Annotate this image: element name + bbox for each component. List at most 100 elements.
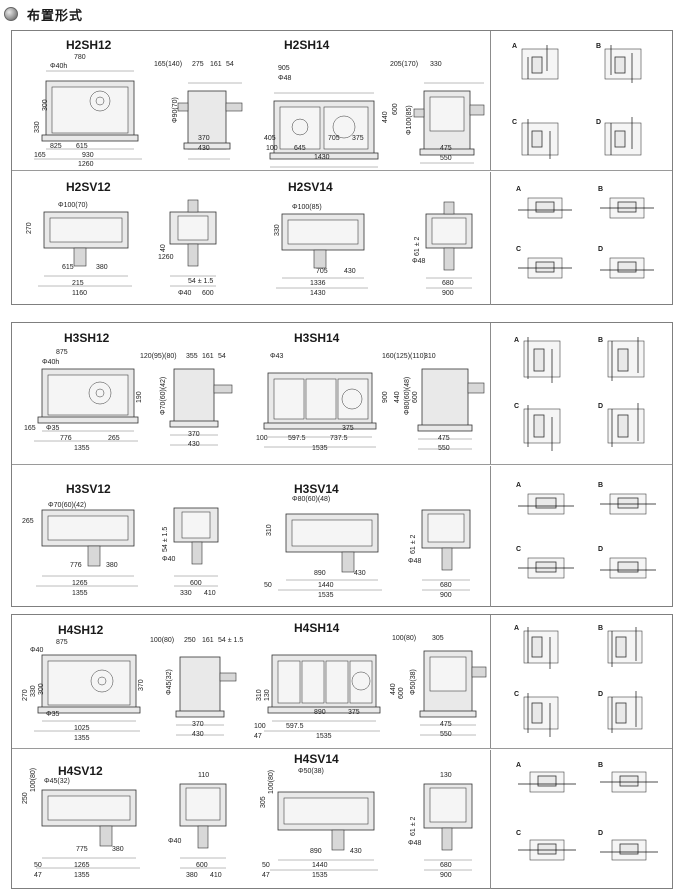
dimension-label: 1160 (72, 290, 88, 297)
dimension-label: 310 (266, 524, 273, 536)
dimension-label: 1260 (158, 254, 174, 261)
dimension-label: Φ48 (408, 840, 422, 847)
dimension-label: 905 (278, 65, 290, 72)
row-horizontal: H3SH12 H3SH14 875 Φ40h Φ35 165 776 265 1… (12, 323, 672, 465)
dimension-label: Φ45(32) (44, 778, 70, 785)
dimension-label: 1440 (312, 862, 328, 869)
dimension-label: 597.5 (286, 723, 304, 730)
dimension-label: 825 (50, 143, 62, 150)
variant-label: A (516, 762, 522, 769)
dimension-label: 1430 (310, 290, 326, 297)
variant-label: D (598, 830, 604, 837)
dimension-label: 600 (202, 290, 214, 297)
dimension-label: 600 (190, 580, 202, 587)
group-h2: H2SH12 H2SH14 780 Φ40h 330 300 825 615 9… (11, 30, 673, 305)
dimension-label: 54 (226, 61, 234, 68)
dimension-label: 430 (188, 441, 200, 448)
dimension-label: 900 (440, 592, 452, 599)
dimension-label: 1265 (74, 862, 90, 869)
variant-label: D (596, 119, 602, 126)
dimension-label: 1355 (74, 735, 90, 742)
dimension-label: 737.5 (330, 435, 348, 442)
variant-diagrams (518, 493, 656, 579)
variant-label: A (512, 43, 518, 50)
dimension-label: 705 (328, 135, 340, 142)
dimension-label: 375 (342, 425, 354, 432)
dimension-label: 305 (260, 796, 267, 808)
dimension-label: 300 (42, 99, 49, 111)
dimension-label: Φ35 (46, 711, 60, 718)
dimension-label: Φ35 (46, 425, 60, 432)
dimension-label: 890 (314, 709, 326, 716)
dimension-label: Φ40h (42, 359, 60, 366)
group-divider (490, 31, 491, 170)
variant-diagrams (523, 337, 645, 451)
dimension-label: Φ100(85) (292, 204, 322, 211)
dimension-label: Φ80(60)(48) (404, 376, 411, 415)
dimension-label: Φ40 (162, 556, 176, 563)
dimension-label: Φ100(85) (406, 105, 413, 135)
dimension-label: Φ40 (178, 290, 192, 297)
variant-label: D (598, 546, 604, 553)
variant-label: C (514, 403, 520, 410)
dimension-label: 165 (34, 152, 46, 159)
dimension-label: 430 (350, 848, 362, 855)
dimension-label: 330 (34, 121, 41, 133)
dimension-label: 161 (210, 61, 222, 68)
group-divider (490, 172, 491, 305)
dimension-label: Φ70(60)(42) (160, 376, 167, 415)
model-name: H2SV14 (288, 180, 333, 194)
dimension-label: 50 (262, 862, 270, 869)
dimension-label: 600 (398, 687, 405, 699)
dimension-label: 54 ± 1.5 (188, 278, 214, 285)
dimension-label: 775 (76, 846, 88, 853)
dimension-label: Φ80(60)(48) (292, 496, 331, 503)
model-name: H3SV14 (294, 482, 339, 496)
dimension-label: 250 (22, 792, 29, 804)
dimension-label: 440 (394, 391, 401, 403)
dimension-label: 1355 (72, 590, 88, 597)
dimension-label: 375 (348, 709, 360, 716)
variant-label: B (596, 43, 602, 50)
dimension-label: 50 (264, 582, 272, 589)
dimension-label: 380 (112, 846, 124, 853)
model-name: H3SV12 (66, 482, 111, 496)
variant-label: C (512, 119, 518, 126)
dimension-label: Φ48 (412, 258, 426, 265)
row-horizontal: H4SH12 H4SH14 875 Φ40 Φ35 270 330 300 10… (12, 615, 672, 749)
dimension-label: Φ100(70) (58, 202, 88, 209)
dimension-label: Φ48 (278, 75, 292, 82)
model-name: H4SV12 (58, 764, 103, 778)
model-name: H4SH14 (294, 621, 340, 635)
h2sv12-h2sv14-drawing (38, 197, 654, 289)
variant-label: A (516, 186, 522, 193)
model-name: H4SH12 (58, 623, 104, 637)
variant-label: A (516, 482, 522, 489)
dimension-label: 165(140) (154, 61, 183, 68)
variant-label: B (598, 482, 604, 489)
dimension-label: 410 (204, 590, 216, 597)
model-name: H2SH12 (66, 38, 112, 52)
dimension-label: 475 (438, 435, 450, 442)
model-name: H3SH14 (294, 331, 340, 345)
model-name: H2SH14 (284, 38, 330, 52)
variant-label: D (598, 246, 604, 253)
dimension-label: 61 ± 2 (410, 816, 417, 836)
dimension-label: 440 (382, 111, 389, 123)
dimension-label: 600 (196, 862, 208, 869)
dimension-label: 475 (440, 145, 452, 152)
dimension-label: 780 (74, 54, 86, 61)
group-divider (490, 750, 491, 889)
dimension-label: 330 (274, 224, 281, 236)
dimension-label: 265 (22, 518, 34, 525)
dimension-label: 370 (192, 721, 204, 728)
group-divider (490, 466, 491, 607)
dimension-label: 440 (390, 683, 397, 695)
dimension-label: 890 (310, 848, 322, 855)
dimension-label: 50 (34, 862, 42, 869)
dimension-label: 47 (254, 733, 262, 740)
model-name: H3SH12 (64, 331, 110, 345)
dimension-label: 1025 (74, 725, 90, 732)
h4sh12-h4sh14-drawing (34, 627, 643, 737)
dimension-label: 370 (138, 679, 145, 691)
